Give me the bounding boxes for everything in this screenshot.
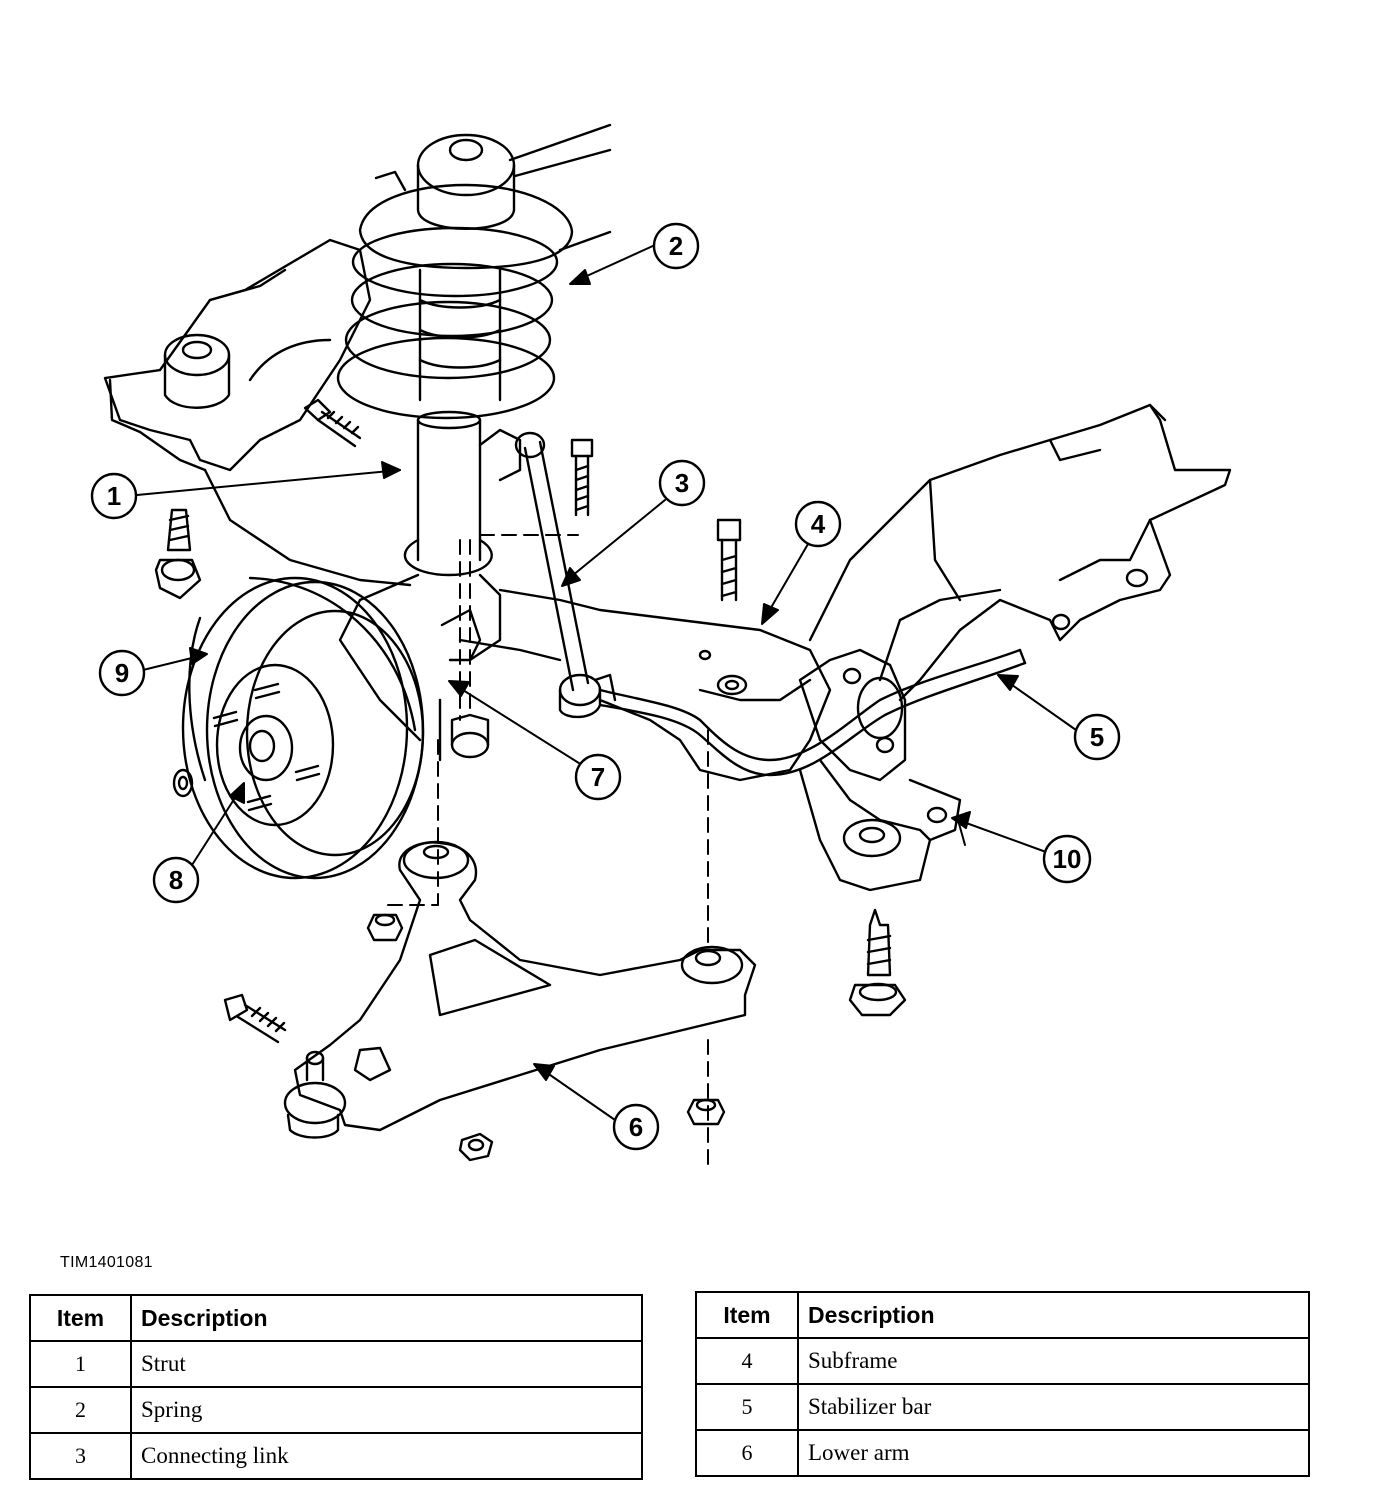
table-row: 1 Strut	[29, 1340, 643, 1388]
item-number: 3	[29, 1432, 132, 1480]
bolt-lower-arm	[223, 993, 287, 1044]
item-number: 6	[695, 1429, 799, 1477]
lower-arm	[283, 840, 757, 1139]
callout-7: 7	[574, 753, 622, 801]
bolt-left-subframe	[154, 508, 202, 600]
item-header: Item	[29, 1294, 132, 1342]
svg-text:9: 9	[115, 658, 129, 688]
callout-leaders	[136, 244, 1077, 1121]
subframe-left-section	[103, 238, 412, 587]
nut-lower-arm-right	[686, 1098, 726, 1126]
item-header: Item	[695, 1291, 799, 1339]
nut-ball-joint	[458, 1132, 494, 1162]
callout-1: 1	[90, 472, 138, 520]
item-description: Subframe	[797, 1337, 1310, 1385]
stabilizer-bar	[598, 648, 1027, 782]
legend-header-row: Item Description	[695, 1291, 1310, 1339]
table-row: 6 Lower arm	[695, 1429, 1310, 1477]
svg-text:3: 3	[675, 468, 689, 498]
item-number: 2	[29, 1386, 132, 1434]
svg-text:4: 4	[811, 509, 826, 539]
svg-text:1: 1	[107, 481, 121, 511]
callout-5: 5	[1073, 713, 1121, 761]
suspension-exploded-diagram: 1 2 3 4 5 6 7 8 9 10	[90, 123, 1232, 1171]
item-description: Connecting link	[130, 1432, 643, 1480]
callout-9: 9	[98, 649, 146, 697]
svg-text:7: 7	[591, 762, 605, 792]
legend-header-row: Item Description	[29, 1294, 643, 1342]
strut-body	[338, 410, 522, 742]
item-number: 4	[695, 1337, 799, 1385]
table-row: 3 Connecting link	[29, 1432, 643, 1480]
callout-3: 3	[658, 459, 706, 507]
description-header: Description	[797, 1291, 1310, 1339]
item-description: Spring	[130, 1386, 643, 1434]
strut-mount-top	[358, 123, 612, 270]
description-header: Description	[130, 1294, 643, 1342]
callout-10: 10	[1042, 834, 1092, 884]
item-description: Strut	[130, 1340, 643, 1388]
callout-8: 8	[152, 856, 200, 904]
brake-disc-hub	[181, 576, 425, 880]
bolt-upper-left	[303, 398, 362, 448]
item-number: 5	[695, 1383, 799, 1431]
legend-table-right: Item Description 4 Subframe 5 Stabilizer…	[695, 1291, 1310, 1477]
bolt-subframe-lower-right	[848, 908, 907, 1017]
bolt-connecting-link	[570, 438, 594, 517]
item-description: Lower arm	[797, 1429, 1310, 1477]
svg-text:8: 8	[169, 865, 183, 895]
spring-coils	[336, 226, 559, 420]
svg-text:5: 5	[1090, 722, 1104, 752]
svg-text:10: 10	[1053, 844, 1082, 874]
table-row: 2 Spring	[29, 1386, 643, 1434]
table-row: 5 Stabilizer bar	[695, 1383, 1310, 1431]
svg-text:6: 6	[629, 1112, 643, 1142]
bolt-subframe-center	[716, 518, 742, 602]
figure-id: TIM1401081	[60, 1254, 153, 1271]
legend-table-left: Item Description 1 Strut 2 Spring 3 Conn…	[29, 1294, 643, 1480]
callout-4: 4	[794, 500, 842, 548]
callout-6: 6	[612, 1103, 660, 1151]
item-number: 1	[29, 1340, 132, 1388]
svg-text:2: 2	[669, 231, 683, 261]
subframe-right-rail	[798, 403, 1232, 892]
washer-small	[172, 768, 194, 798]
table-row: 4 Subframe	[695, 1337, 1310, 1385]
connecting-link	[514, 431, 617, 719]
callout-2: 2	[652, 222, 700, 270]
subframe-crossmember	[458, 588, 832, 782]
alignment-dashed-lines	[387, 534, 709, 1171]
nut-lower-arm-left	[366, 913, 404, 942]
item-description: Stabilizer bar	[797, 1383, 1310, 1431]
